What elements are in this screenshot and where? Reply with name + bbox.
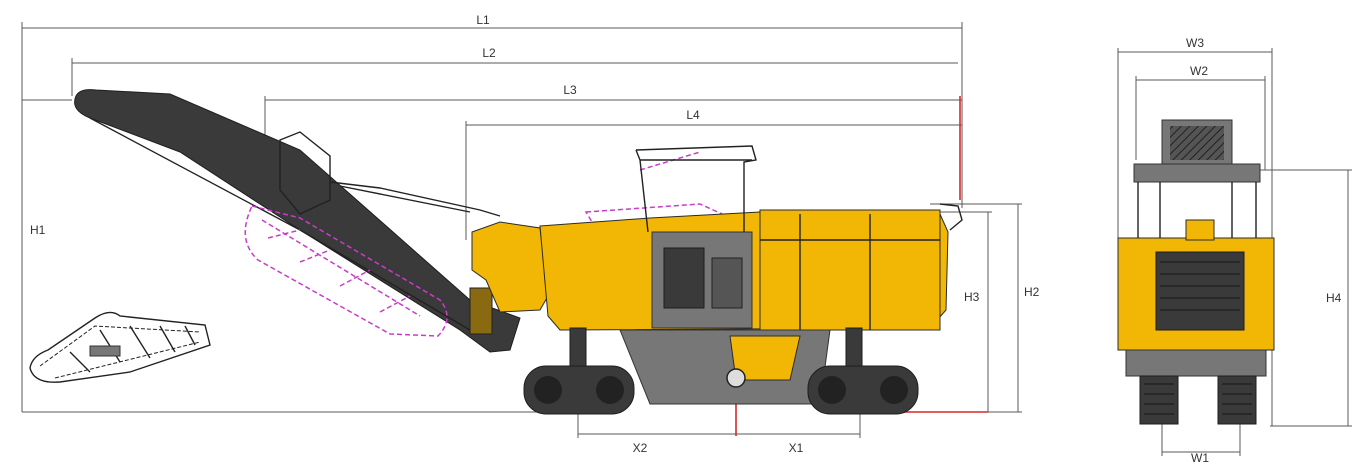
rear-left-track bbox=[1139, 375, 1179, 425]
h1-label: H1 bbox=[30, 223, 46, 237]
radiator-grille bbox=[1155, 251, 1245, 331]
h2-label: H2 bbox=[1024, 285, 1040, 299]
engine-housing bbox=[759, 209, 941, 331]
h4-label: H4 bbox=[1326, 291, 1342, 305]
x1-label: X1 bbox=[789, 441, 804, 455]
l1-label: L1 bbox=[476, 13, 490, 27]
discharge-conveyor bbox=[74, 89, 521, 353]
machine-side-view bbox=[471, 145, 963, 415]
length-dimensions: L1 L2 L3 L4 bbox=[21, 13, 963, 412]
axle-dimensions: X2 X1 bbox=[577, 378, 861, 455]
width-dimensions: W3 W2 W1 bbox=[1117, 36, 1273, 462]
folded-conveyor-outline bbox=[29, 311, 211, 383]
l2-label: L2 bbox=[482, 46, 496, 60]
height-dimensions: H1 H2 H3 H4 bbox=[22, 99, 1352, 427]
x2-label: X2 bbox=[633, 441, 648, 455]
l3-label: L3 bbox=[563, 83, 577, 97]
rear-right-track bbox=[1217, 375, 1257, 425]
machine-rear-view bbox=[1117, 119, 1275, 425]
w3-label: W3 bbox=[1186, 36, 1204, 50]
conveyor-mount bbox=[471, 221, 549, 313]
drum-axle-icon bbox=[726, 368, 746, 388]
l4-label: L4 bbox=[686, 108, 700, 122]
h3-label: H3 bbox=[964, 290, 980, 304]
w2-label: W2 bbox=[1190, 64, 1208, 78]
w1-label: W1 bbox=[1191, 451, 1209, 462]
